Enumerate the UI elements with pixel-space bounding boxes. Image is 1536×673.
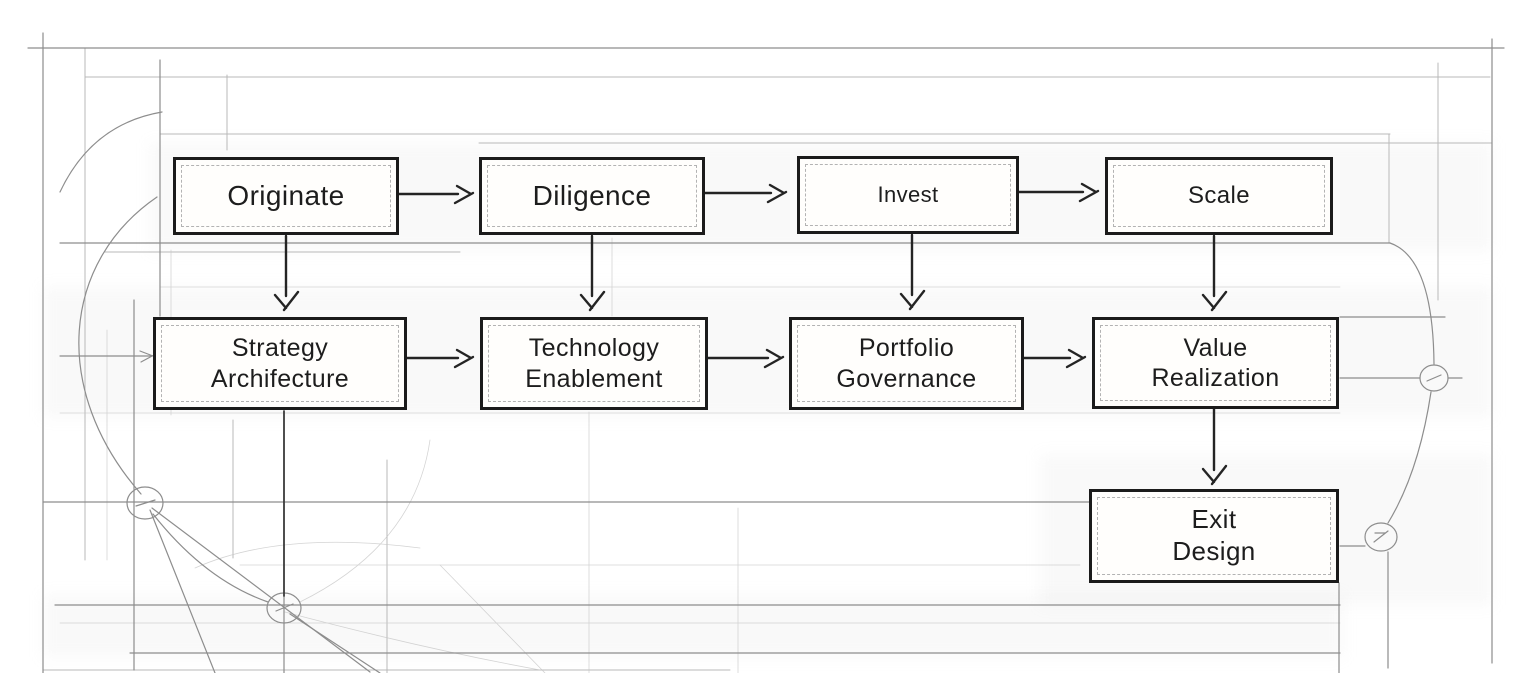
node-label: Invest (877, 181, 939, 207)
node-label: Value Realization (1151, 333, 1280, 393)
node-label: Scale (1187, 182, 1251, 210)
flow-arrows-row2 (399, 348, 1087, 369)
frame-and-sketch-lines (27, 32, 1505, 673)
node-originate: Originate (173, 157, 399, 235)
node-exit-design: Exit Design (1089, 489, 1339, 583)
node-diligence: Diligence (479, 157, 705, 235)
flow-arrows-row1 (386, 182, 1100, 205)
node-portfolio-governance: Portfolio Governance (789, 317, 1024, 410)
node-value-realization: Value Realization (1092, 317, 1339, 409)
node-label: Diligence (532, 179, 652, 211)
node-scale: Scale (1105, 157, 1333, 235)
node-label: Exit Design (1172, 504, 1256, 566)
construction-grid-lines (42, 47, 1493, 673)
node-label: Portfolio Governance (836, 334, 977, 393)
node-invest: Invest (797, 156, 1019, 234)
flow-arrows-vertical (273, 233, 1228, 486)
node-label: Originate (227, 179, 345, 211)
node-technology-enablement: Technology Enablement (480, 317, 708, 410)
node-strategy-archifecture: Strategy Archifecture (153, 317, 407, 410)
registration-circle-marks (126, 364, 1449, 624)
node-label: Strategy Archifecture (210, 334, 350, 393)
node-label: Technology Enablement (525, 334, 663, 393)
